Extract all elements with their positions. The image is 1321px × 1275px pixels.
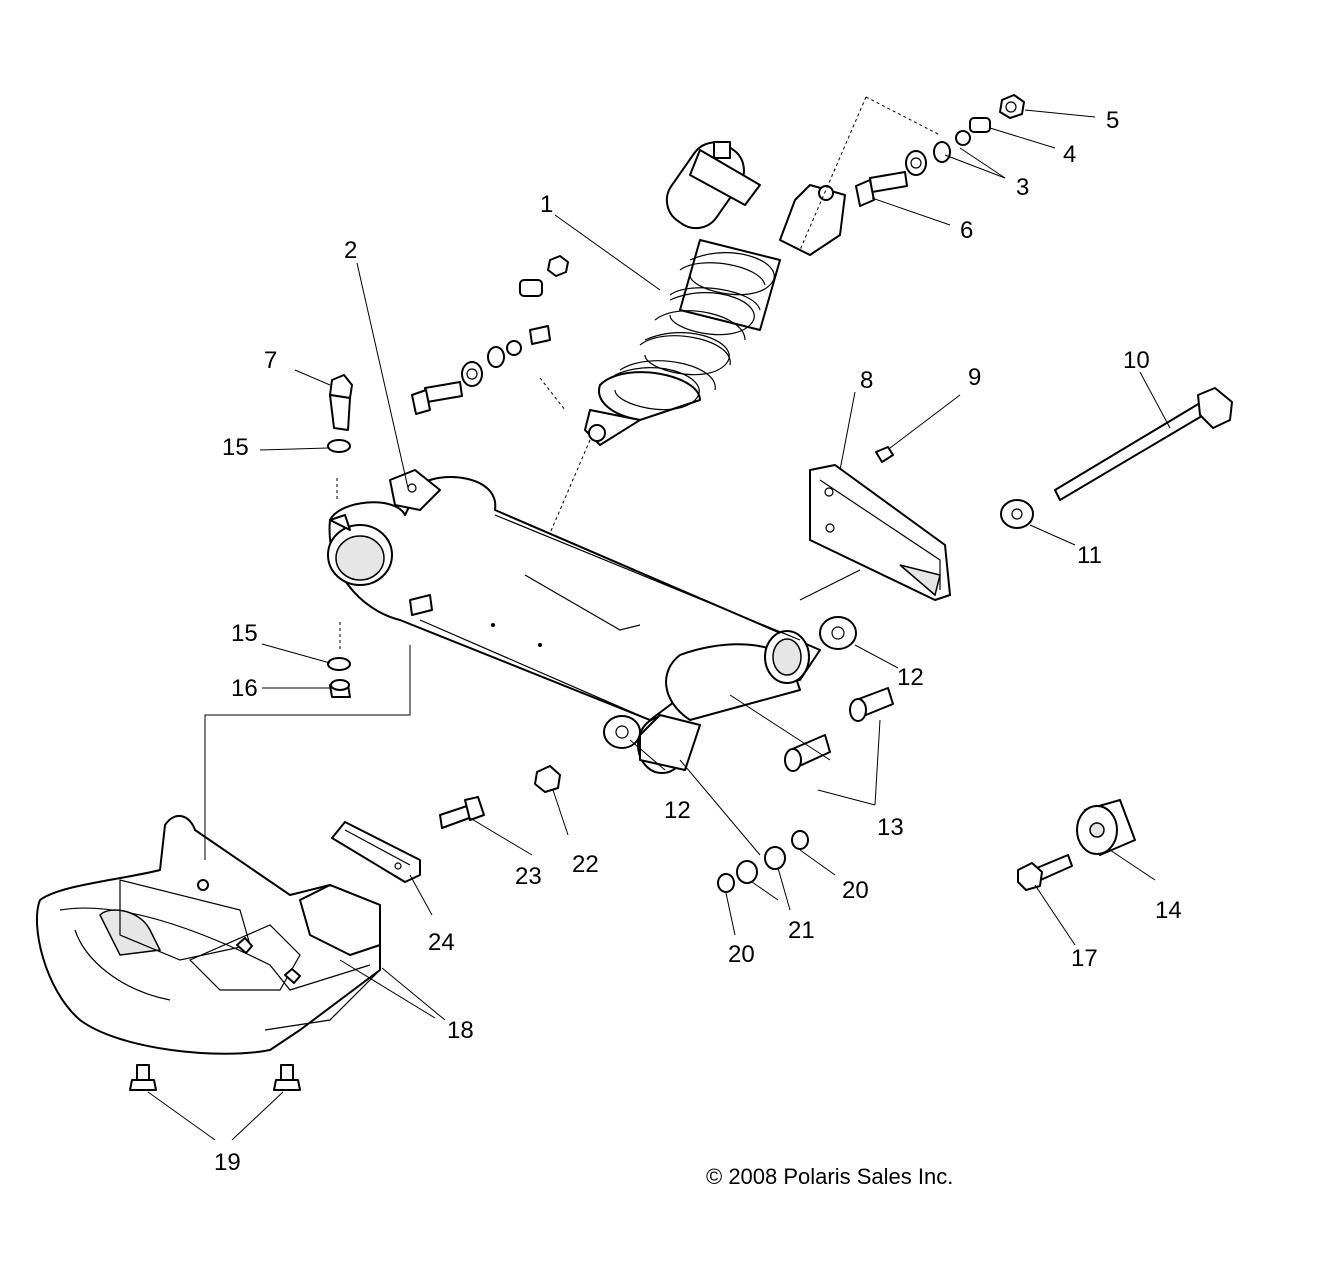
callout-8: 8 xyxy=(860,367,873,394)
shock-absorber xyxy=(584,141,846,446)
callout-12-lower: 12 xyxy=(664,797,691,824)
slide-block xyxy=(331,821,421,883)
callout-9: 9 xyxy=(968,364,981,391)
callout-3: 3 xyxy=(1016,174,1029,201)
callout-13: 13 xyxy=(877,814,904,841)
callout-5: 5 xyxy=(1106,107,1119,134)
callout-19: 19 xyxy=(214,1149,241,1176)
fastener-hardware xyxy=(327,374,353,698)
leader-lines xyxy=(147,109,1171,1141)
callout-23: 23 xyxy=(515,863,542,890)
pivot-bolt xyxy=(1000,387,1233,529)
callout-14: 14 xyxy=(1155,897,1182,924)
callout-20-right: 20 xyxy=(842,877,869,904)
washer-lower xyxy=(603,715,641,749)
callout-15-lower: 15 xyxy=(231,620,258,647)
swing-arm xyxy=(327,469,821,774)
roller-assembly xyxy=(1017,799,1136,891)
callout-15-upper: 15 xyxy=(222,434,249,461)
callout-4: 4 xyxy=(1063,141,1076,168)
chain-slider xyxy=(809,446,951,601)
callout-12-upper: 12 xyxy=(897,664,924,691)
callout-7: 7 xyxy=(264,347,277,374)
callout-21: 21 xyxy=(788,917,815,944)
skid-plate-bolts xyxy=(129,1064,301,1091)
small-hardware xyxy=(439,765,809,893)
copyright-notice: © 2008 Polaris Sales Inc. xyxy=(706,1164,953,1189)
callout-16: 16 xyxy=(231,675,258,702)
callout-17: 17 xyxy=(1071,945,1098,972)
washer-upper xyxy=(819,616,857,650)
callout-2: 2 xyxy=(344,237,357,264)
callout-1: 1 xyxy=(540,191,553,218)
callout-6: 6 xyxy=(960,217,973,244)
callout-labels: 1 2 3 4 5 6 7 8 9 10 11 12 12 13 14 15 1… xyxy=(214,107,1182,1189)
upper-shock-hardware xyxy=(855,94,1025,207)
callout-11: 11 xyxy=(1077,542,1102,569)
lower-shock-hardware xyxy=(411,255,569,415)
callout-22: 22 xyxy=(572,851,599,878)
callout-20-left: 20 xyxy=(728,941,755,968)
callout-24: 24 xyxy=(428,929,455,956)
callout-18: 18 xyxy=(447,1017,474,1044)
skid-plate xyxy=(36,815,381,1055)
callout-10: 10 xyxy=(1123,347,1150,374)
bushings xyxy=(784,687,894,772)
